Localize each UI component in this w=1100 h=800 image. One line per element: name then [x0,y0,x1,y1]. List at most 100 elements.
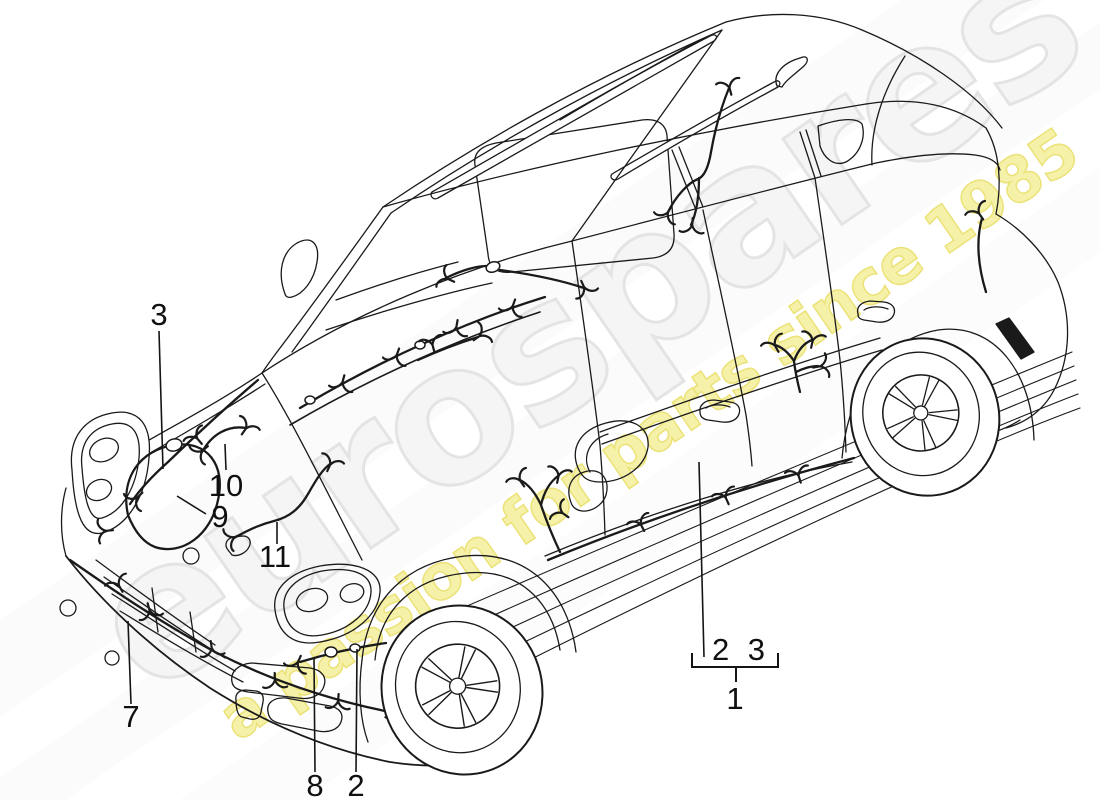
headlight-right-lamp-1 [295,587,329,613]
door-seam-middle [702,209,753,467]
grille-slat-1 [95,559,216,646]
grille-slat-3 [111,593,236,672]
rear-door-handle [856,300,896,323]
harness-11 [232,462,332,540]
a-pillar-far [571,29,723,242]
a-pillar-outer [261,206,384,374]
leader-9 [176,495,207,515]
leader-3 [158,330,164,470]
mirrors [280,239,649,512]
harness-bumper-seg [298,641,388,664]
front-tire-inner [394,620,521,754]
quarter-window [817,119,864,164]
callout-labels: 3 10 9 11 7 8 2 2 3 1 [122,297,770,800]
washer-jet [225,535,251,557]
door-molding-2 [601,349,883,445]
parking-sensor-2 [104,650,120,666]
headlight-right-outer [274,563,381,644]
headlight-right-inner [283,568,372,637]
right-mirror [574,420,649,483]
c-pillar-2 [805,129,822,177]
bumper-to-arch [359,659,369,743]
front-end [59,372,577,767]
leader-group-1 [698,461,705,658]
front-rim [414,643,501,729]
grille-tick-1 [151,587,159,633]
grille-slat-4 [119,610,244,683]
callout-3: 3 [150,297,167,332]
rear-end [841,213,1069,459]
callout-1: 1 [726,681,743,716]
harness-sill [546,456,856,562]
headlight-left-lamp-2 [85,478,113,502]
rear-door-handle-inner [863,306,889,311]
harness-trunk [128,378,260,506]
rear-tire [849,337,1001,497]
roof-rail-right [610,80,781,181]
beltline [571,162,877,242]
right-mirror-inner [585,433,609,473]
callout-7: 7 [122,699,139,734]
front-arch-inner [374,571,561,661]
leader-7 [127,620,132,705]
grille-tick-2 [189,611,197,653]
front-tire [380,604,544,776]
b-pillar-1 [671,149,697,211]
hood-leading-edge-inner [151,383,266,453]
tow-hook-cover [235,689,264,720]
sunroof [474,118,675,274]
rear-hub [913,405,929,421]
harness-connectors [165,260,501,658]
c-pillar-1 [799,131,816,179]
rear-rim [882,374,960,452]
fog-opening-lower [267,697,343,733]
leader-2 [355,648,358,773]
harness-rear-door-tree [773,338,820,394]
callout-bracket-pair: 2 3 [712,632,770,667]
rear-tire-inner [862,351,980,477]
roof-molding [559,39,701,121]
leader-8 [313,657,316,773]
roof-front-edge [382,21,727,208]
rear-wheel [849,337,1001,497]
front-hub [448,677,467,695]
a-pillar-inner [291,212,392,353]
door-molding-1 [599,337,881,433]
front-door-handle-inner [705,404,731,409]
washer-cover [182,547,200,565]
front-door-handle [699,399,741,423]
bumper-corner-left [60,487,67,557]
fender-cut [261,372,363,561]
left-mirror [280,239,319,299]
rear-door-rear-seam [814,177,847,453]
rear-beltline [875,153,1001,171]
callout-9: 9 [211,499,228,534]
liftgate-glass-edge [871,55,906,166]
front-arch [361,554,577,661]
harness-roof [666,86,731,214]
parking-sensor-1 [59,599,77,617]
rear-pillar-edge [985,127,1000,215]
headlight-right-lamp-2 [339,583,365,603]
roof-rear-edge [725,13,1003,129]
wiper-2 [325,282,493,331]
callouts [127,330,779,773]
bracket-1 [691,653,779,682]
hood-leading-edge [148,372,263,441]
roof-drip-line [382,103,867,208]
rocker-step-lines [429,351,1081,695]
cowl-line [261,240,573,374]
harness-d-pillar [977,216,988,294]
leader-10 [224,443,227,471]
harness-loop [125,443,221,551]
car-illustration [59,13,1081,776]
callout-8: 8 [306,768,323,800]
harness-header [444,264,586,290]
roof-front-edge-inner [390,29,723,214]
rear-trim-strip [995,317,1035,360]
windshield [261,29,723,374]
right-mirror-base [568,470,608,512]
harness-front-door-tree [518,474,562,554]
side-structure [382,55,1001,242]
